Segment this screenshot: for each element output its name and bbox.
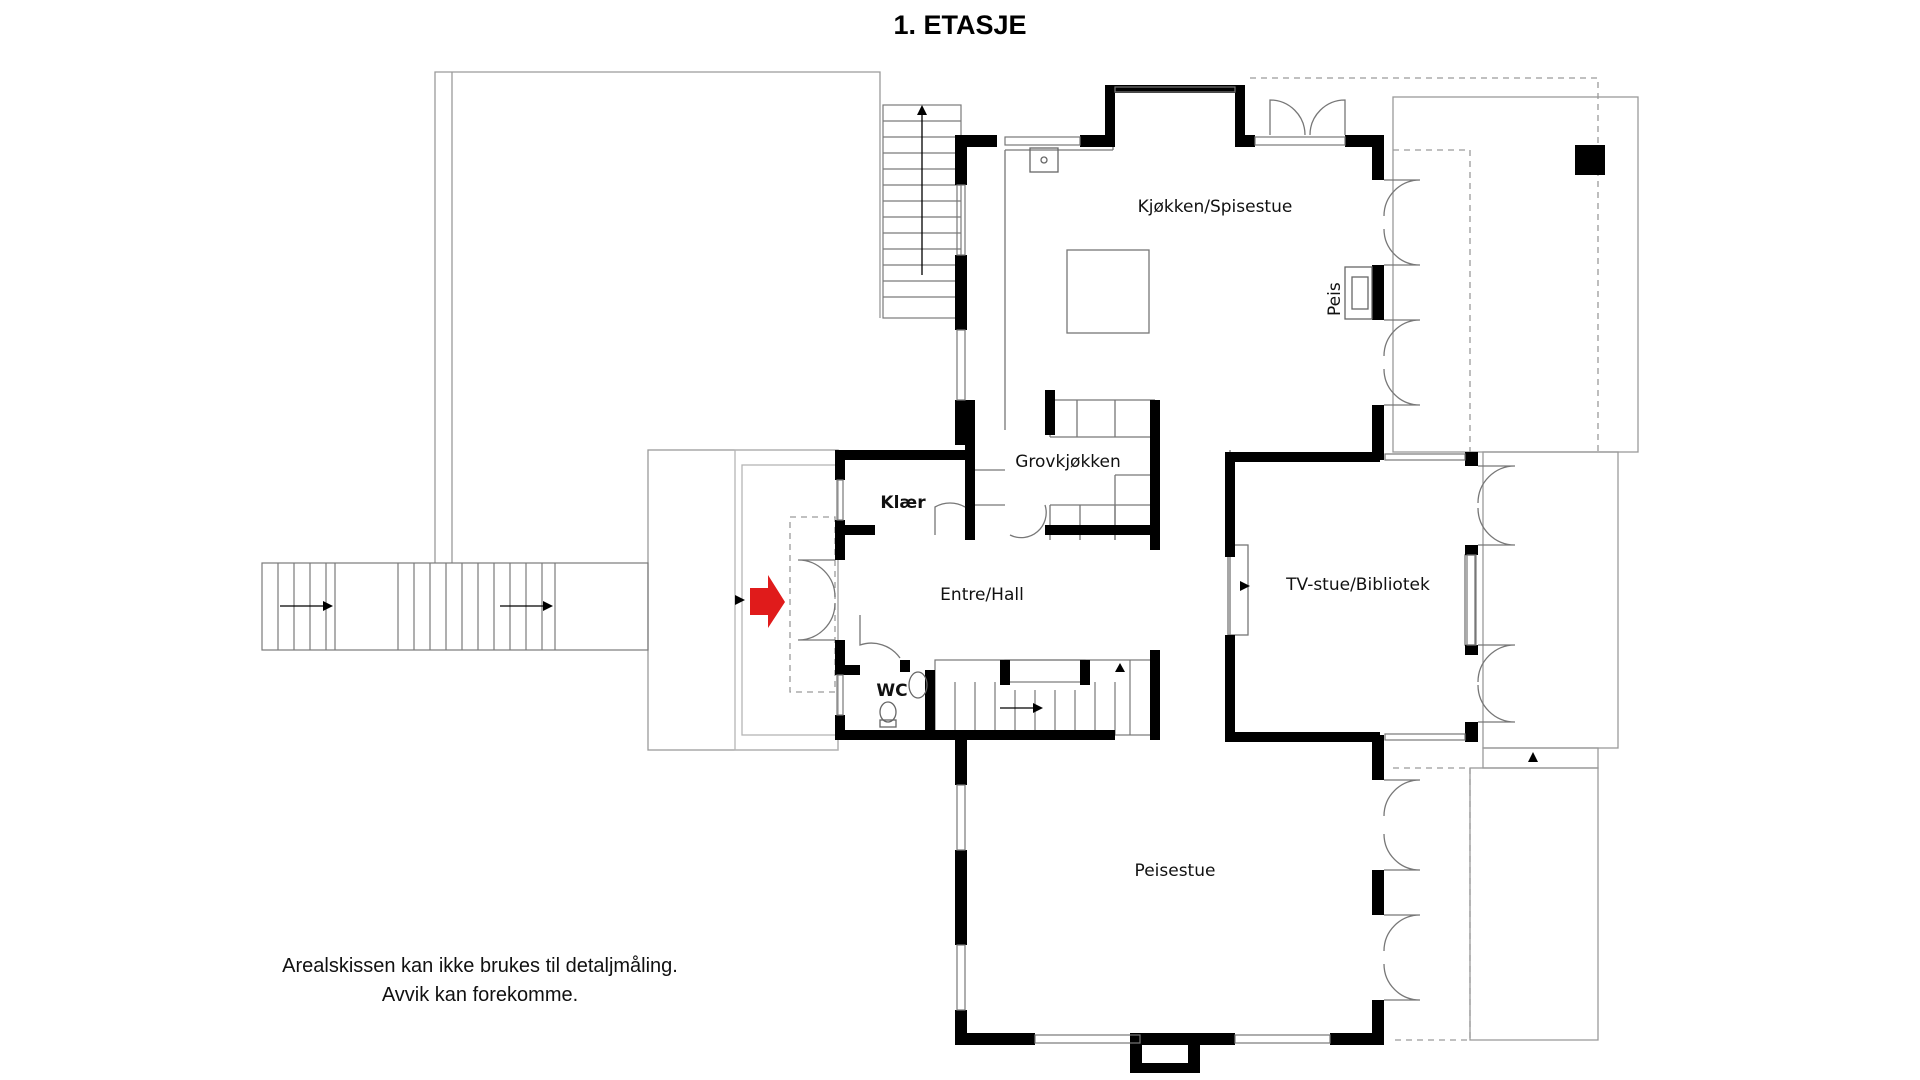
disclaimer-line-2: Avvik kan forekomme. <box>381 984 579 1006</box>
label-utility: Grovkjøkken <box>1015 452 1121 472</box>
floor-title: 1. ETASJE <box>893 10 1027 40</box>
label-kitchen: Kjøkken/Spisestue <box>1138 197 1293 217</box>
disclaimer: Arealskissen kan ikke brukes til detaljm… <box>90 952 870 1010</box>
windows <box>836 86 1477 1044</box>
label-living-room: Peisestue <box>1135 861 1216 881</box>
upper-deck-stairs <box>882 104 962 319</box>
fireplace <box>1344 266 1373 320</box>
kitchen-island <box>1066 249 1150 334</box>
label-tv-room: TV-stue/Bibliotek <box>1285 575 1430 595</box>
toilet <box>879 701 897 723</box>
entrance-stairs <box>261 562 649 651</box>
fixtures <box>879 147 1373 728</box>
disclaimer-line-1: Arealskissen kan ikke brukes til detaljm… <box>282 955 678 977</box>
terrace-outlines <box>434 71 1639 1041</box>
wc-sink <box>908 671 928 699</box>
label-fireplace: Peis <box>1325 282 1345 316</box>
exterior-walls <box>835 85 1605 1073</box>
upper-deck-outline <box>434 71 881 563</box>
doors <box>797 99 1516 1001</box>
label-closet: Klær <box>880 493 926 513</box>
label-hall: Entre/Hall <box>940 585 1024 605</box>
indoor-stair <box>934 659 1156 736</box>
arrows <box>735 581 1538 762</box>
entrance-arrow-icon <box>750 575 785 628</box>
interior-lines <box>969 138 1476 740</box>
label-wc: WC <box>876 681 907 701</box>
kitchen-sink <box>1029 147 1059 173</box>
